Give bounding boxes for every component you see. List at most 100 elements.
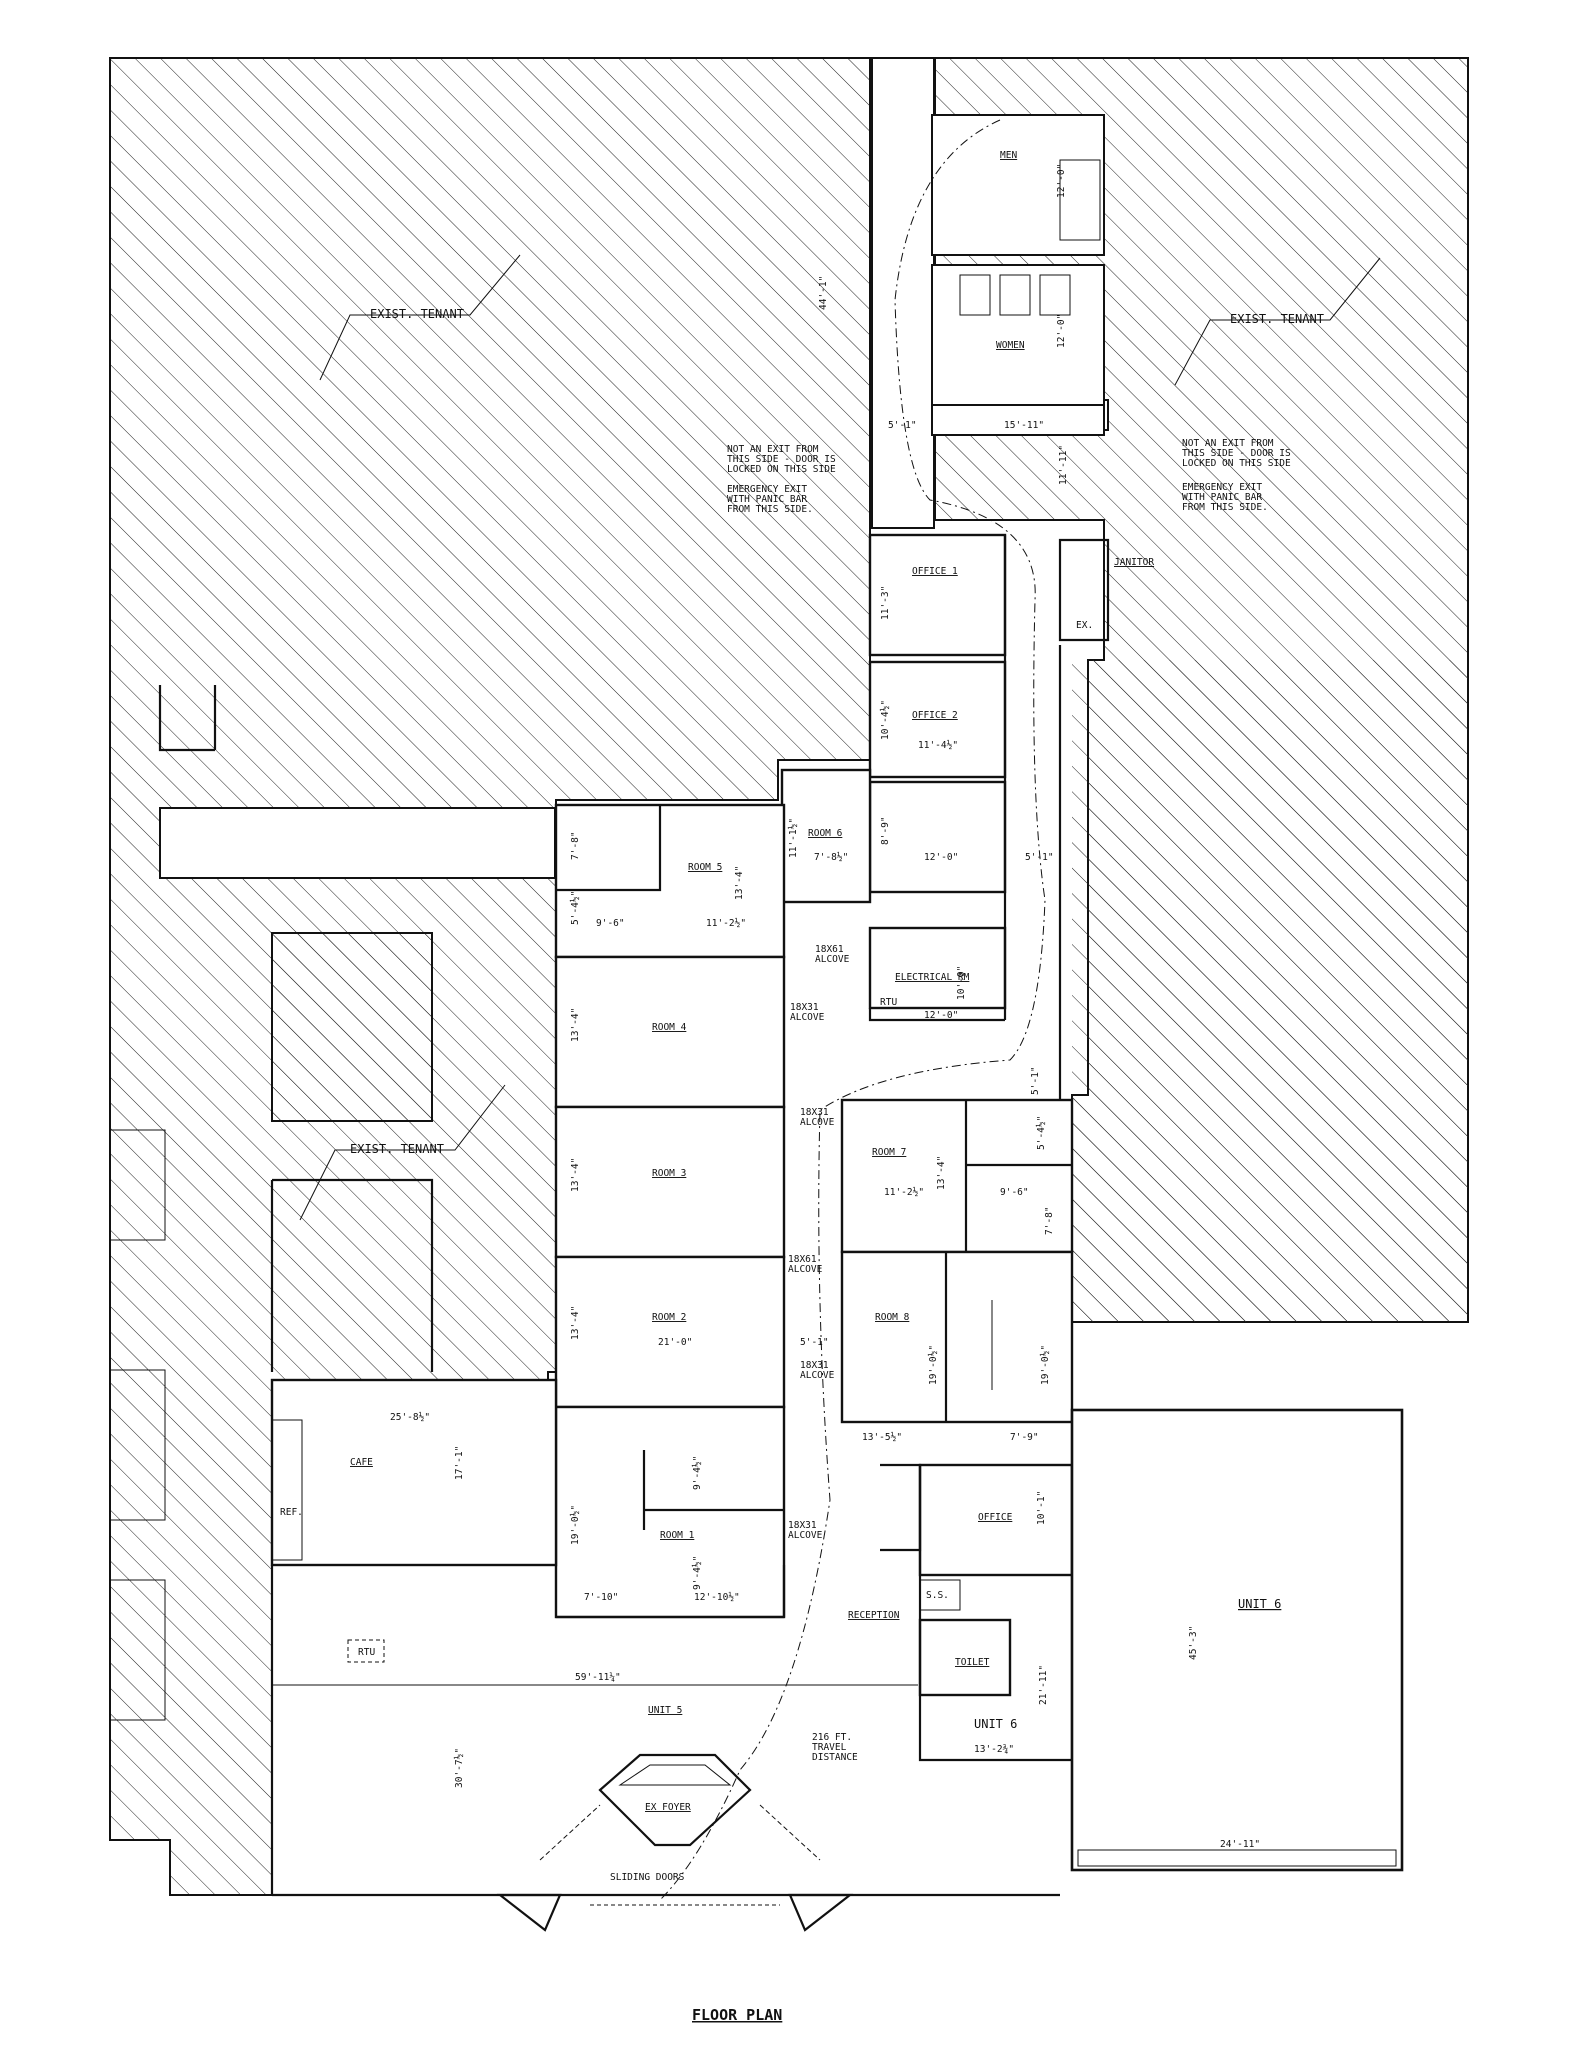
room-ex: EX. xyxy=(1076,620,1093,631)
dim-r6-h: 7'-8½" xyxy=(814,852,848,863)
dim-12-0-b: 12'-0" xyxy=(924,1010,958,1021)
room-room6: ROOM 6 xyxy=(808,828,843,839)
dim-r1-v: 19'-0½" xyxy=(570,1505,581,1545)
dim-24-11: 24'-11" xyxy=(1220,1839,1260,1850)
unit6-big xyxy=(1070,1408,1404,1872)
room-men: MEN xyxy=(1000,150,1017,161)
dim-r5-v2: 5'-4½" xyxy=(570,891,581,925)
room-room7: ROOM 7 xyxy=(872,1147,906,1158)
dim-r8-v2: 19'-0½" xyxy=(1040,1345,1051,1385)
dim-45-3: 45'-3" xyxy=(1188,1626,1199,1660)
sliding-doors-label: SLIDING DOORS xyxy=(610,1872,685,1883)
dim-office2-h: 11'-4½" xyxy=(918,740,958,751)
alcove-18x31-d: 18X31 ALCOVE xyxy=(788,1520,823,1541)
room-ss: S.S. xyxy=(926,1590,949,1601)
right-rooms xyxy=(840,1098,1074,1424)
dim-r5-h1: 9'-6" xyxy=(596,918,625,929)
dim-r5-h2: 11'-2½" xyxy=(706,918,746,929)
room-room2: ROOM 2 xyxy=(652,1312,686,1323)
tenant-label-right: EXIST. TENANT xyxy=(1230,312,1324,326)
room-room5: ROOM 5 xyxy=(688,862,722,873)
dim-10-0: 10'-0" xyxy=(956,966,967,1000)
egress-path xyxy=(659,119,1046,1901)
note-not-exit-left: NOT AN EXIT FROM THIS SIDE - DOOR IS LOC… xyxy=(727,444,841,475)
room-ref: REF. xyxy=(280,1507,303,1518)
dim-r7-v2: 5'-4½" xyxy=(1036,1116,1047,1150)
room-room4: ROOM 4 xyxy=(652,1022,687,1033)
dim-r6-v: 11'-1½" xyxy=(788,818,799,858)
note-emergency-right: EMERGENCY EXIT WITH PANIC BAR FROM THIS … xyxy=(1182,482,1268,513)
room-office: OFFICE xyxy=(978,1512,1013,1523)
room-office1: OFFICE 1 xyxy=(912,566,958,577)
dim-office2-v: 10'-4½" xyxy=(880,700,891,740)
unit5-area xyxy=(270,1378,1060,1897)
travel-distance: 216 FT. TRAVEL DISTANCE xyxy=(812,1732,858,1763)
dim-5-1-top: 5'-1" xyxy=(888,420,917,431)
dim-5-1-low: 5'-1" xyxy=(1030,1066,1041,1095)
dim-13-2: 13'-2¾" xyxy=(974,1744,1014,1755)
room-room8: ROOM 8 xyxy=(875,1312,910,1323)
room-electrical: ELECTRICAL RM xyxy=(895,972,970,983)
rtu-electrical: RTU xyxy=(880,997,897,1008)
room-reception: RECEPTION xyxy=(848,1610,900,1621)
dim-r7-h2: 9'-6" xyxy=(1000,1187,1029,1198)
dim-5-1-r2: 5'-1" xyxy=(800,1337,829,1348)
tenant-label-mid: EXIST. TENANT xyxy=(350,1142,444,1156)
dim-office-v: 10'-1" xyxy=(1036,1491,1047,1525)
dim-r1-h2: 12'-10½" xyxy=(694,1592,740,1603)
room-unit5: UNIT 5 xyxy=(648,1705,682,1716)
room-room3: ROOM 3 xyxy=(652,1168,686,1179)
tenant-label-left: EXIST. TENANT xyxy=(370,307,464,321)
room-unit6-small: UNIT 6 xyxy=(974,1717,1017,1731)
room-room1: ROOM 1 xyxy=(660,1530,695,1541)
dim-59: 59'-11¼" xyxy=(575,1672,621,1683)
alcove-18x31-c: 18X31 ALCOVE xyxy=(800,1360,835,1381)
dim-r8-v: 19'-0½" xyxy=(928,1345,939,1385)
existing-tenant-rooms xyxy=(110,685,556,1721)
room-unit6-big: UNIT 6 xyxy=(1238,1597,1281,1611)
dim-r5-v3: 13'-4" xyxy=(734,866,745,900)
alcove-18x31-b: 18X31 ALCOVE xyxy=(800,1107,835,1128)
rtu-cafe: RTU xyxy=(358,1647,375,1658)
dim-r1-v2: 9'-4½" xyxy=(692,1456,703,1490)
dim-r1-v3: 9'-4½" xyxy=(692,1556,703,1590)
dim-r1-h1: 7'-10" xyxy=(584,1592,618,1603)
dim-r7-v: 13'-4" xyxy=(936,1156,947,1190)
dim-21-11: 21'-11" xyxy=(1038,1665,1049,1705)
room-toilet: TOILET xyxy=(955,1657,990,1668)
alcove-18x61-a: 18X61 ALCOVE xyxy=(815,944,850,965)
dim-r5-v1: 7'-8" xyxy=(570,831,581,860)
dim-8-9: 8'-9" xyxy=(880,816,891,845)
dim-office1: 11'-3" xyxy=(880,586,891,620)
room-janitor: JANITOR xyxy=(1114,557,1154,568)
dim-12-0-a: 12'-0" xyxy=(924,852,958,863)
dim-r2: 13'-4" xyxy=(570,1306,581,1340)
dimensions: 44'-1" 12'-0" 12'-0" 5'-1" 15'-11" 11'-1… xyxy=(390,164,1260,1850)
dim-21-0: 21'-0" xyxy=(658,1337,692,1348)
room-ex-foyer: EX FOYER xyxy=(645,1802,691,1813)
plan-title: FLOOR PLAN xyxy=(692,2006,782,2024)
dim-women-12: 12'-0" xyxy=(1056,314,1067,348)
dim-30: 30'-7½" xyxy=(454,1748,465,1788)
dim-men-12: 12'-0" xyxy=(1056,164,1067,198)
dim-cafe-h: 25'-8½" xyxy=(390,1412,430,1423)
alcove-18x31-a: 18X31 ALCOVE xyxy=(790,1002,825,1023)
dim-r7-v3: 7'-8" xyxy=(1044,1206,1055,1235)
dim-5-1-mid: 5'-1" xyxy=(1025,852,1054,863)
room-women: WOMEN xyxy=(996,340,1025,351)
dim-r4: 13'-4" xyxy=(570,1008,581,1042)
dim-cafe-v: 17'-1" xyxy=(454,1446,465,1480)
office-spine xyxy=(780,533,1062,1100)
room-cafe: CAFE xyxy=(350,1457,373,1468)
room-office2: OFFICE 2 xyxy=(912,710,958,721)
left-rooms xyxy=(554,803,786,1619)
dim-r8-h2: 7'-9" xyxy=(1010,1432,1039,1443)
ex-foyer xyxy=(496,1753,854,1932)
dim-15-11: 15'-11" xyxy=(1004,420,1044,431)
restroom-block xyxy=(871,57,1110,642)
dim-r8-h: 13'-5½" xyxy=(862,1432,902,1443)
note-not-exit-right: NOT AN EXIT FROM THIS SIDE - DOOR IS LOC… xyxy=(1182,438,1296,469)
unit6-small xyxy=(880,1463,1074,1762)
note-emergency-left: EMERGENCY EXIT WITH PANIC BAR FROM THIS … xyxy=(727,484,813,515)
